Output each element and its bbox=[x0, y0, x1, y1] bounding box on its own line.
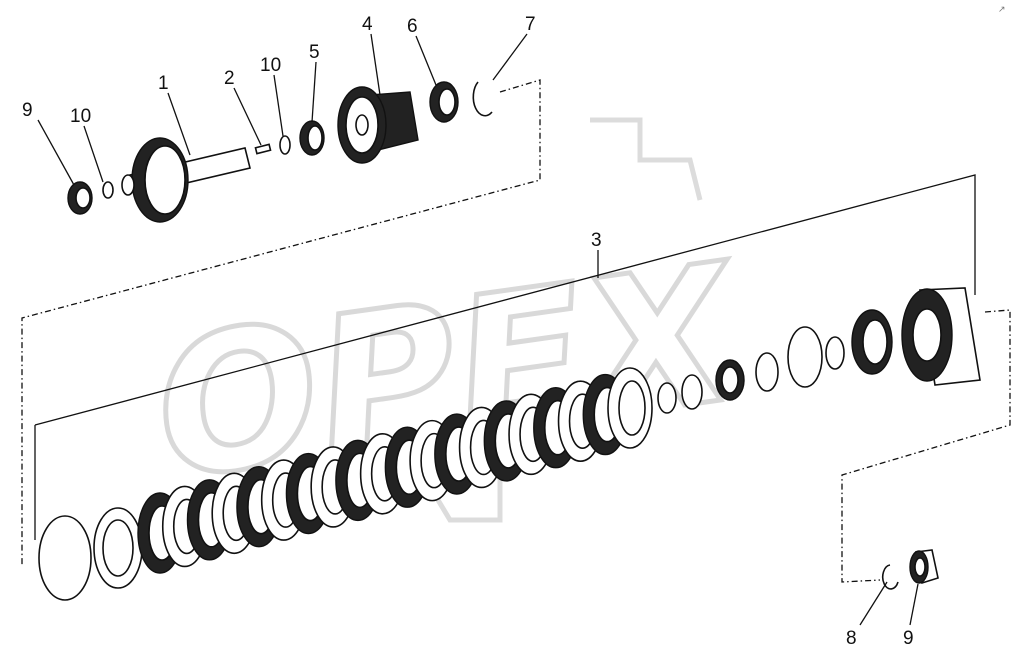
part-6-bearing bbox=[429, 81, 459, 123]
pressure-plate-bore bbox=[102, 519, 134, 577]
part-9-bearing-right bbox=[909, 549, 939, 585]
return-spring bbox=[715, 359, 745, 401]
part-10-washer-left bbox=[102, 181, 114, 199]
callout-8: 8 bbox=[846, 628, 857, 649]
seal-ring bbox=[38, 515, 92, 601]
lower-dashed-guide bbox=[841, 309, 1011, 583]
piston bbox=[851, 309, 893, 375]
o-ring-small bbox=[825, 336, 845, 370]
callout-7: 7 bbox=[525, 14, 536, 35]
callout-5: 5 bbox=[309, 42, 320, 63]
callout-9-right: 9 bbox=[903, 628, 914, 649]
part-1-input-shaft-gear bbox=[121, 137, 251, 223]
callout-4: 4 bbox=[362, 14, 373, 35]
small-ring-b bbox=[681, 374, 703, 410]
plate-bore bbox=[618, 380, 646, 436]
callout-1: 1 bbox=[158, 73, 169, 94]
part-5-bearing bbox=[299, 120, 325, 156]
part-7-snap-ring bbox=[472, 81, 493, 117]
part-3-clutch-pack bbox=[38, 287, 981, 601]
part-9-bearing-left bbox=[67, 181, 93, 215]
leader-lines bbox=[37, 33, 919, 626]
assembly-3-bracket bbox=[34, 174, 976, 540]
callout-labels: 9 10 1 2 10 5 4 6 7 3 8 9 ↗ bbox=[22, 5, 1006, 649]
part-2-pin bbox=[254, 143, 272, 155]
corner-mark: ↗ bbox=[998, 5, 1006, 15]
o-ring-large bbox=[787, 326, 823, 388]
clutch-drum bbox=[901, 287, 981, 386]
part-10-washer-mid bbox=[279, 135, 291, 155]
callout-6: 6 bbox=[407, 16, 418, 37]
callout-9-left: 9 bbox=[22, 100, 33, 121]
part-4-double-gear bbox=[337, 86, 419, 164]
snap-ring-c bbox=[755, 352, 779, 392]
small-ring-a bbox=[657, 382, 677, 414]
callout-10-left: 10 bbox=[70, 106, 91, 127]
callout-2: 2 bbox=[224, 68, 235, 89]
upper-dashed-guide bbox=[21, 79, 541, 565]
callout-10-mid: 10 bbox=[260, 55, 281, 76]
callout-3: 3 bbox=[591, 230, 602, 251]
friction-plates-group bbox=[137, 367, 653, 574]
